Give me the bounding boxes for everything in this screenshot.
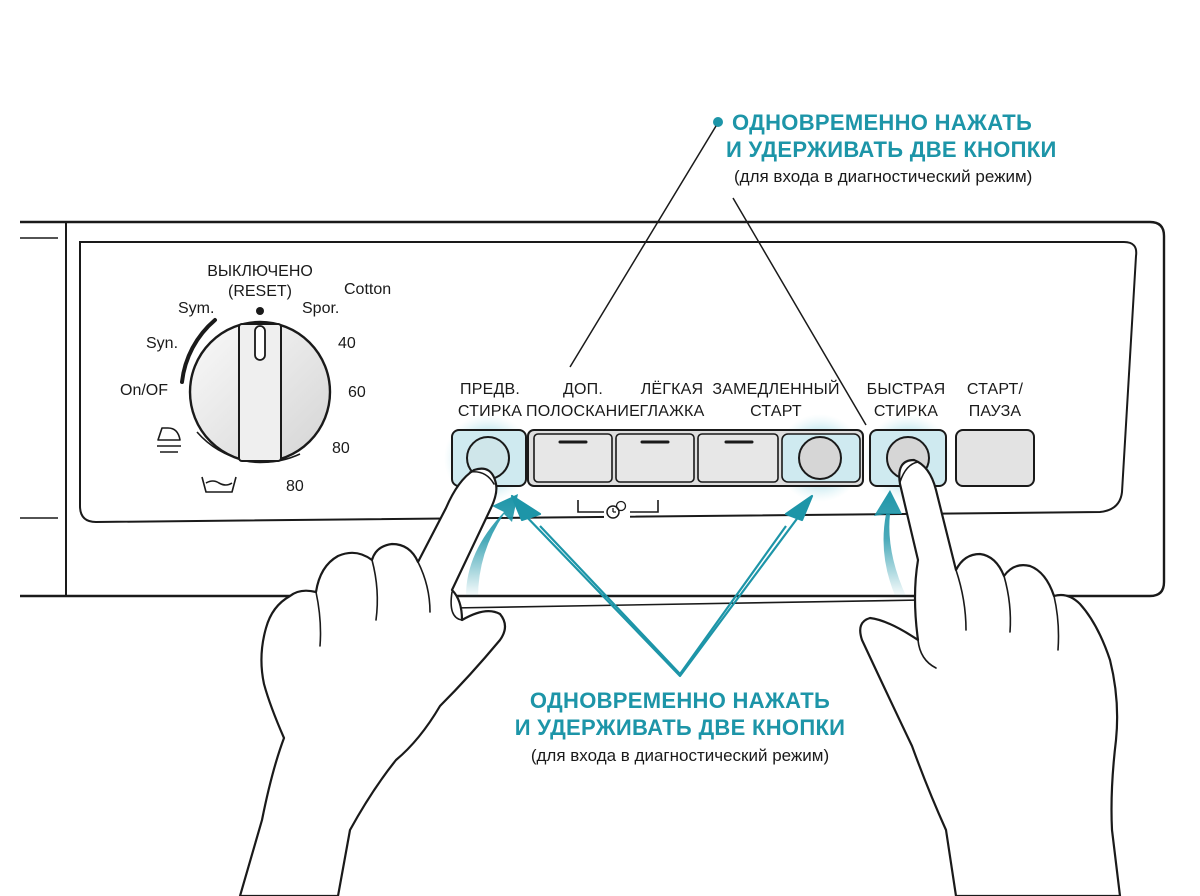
push-arrow-left [466, 494, 518, 598]
basin-icon [201, 476, 237, 493]
program-dial[interactable] [180, 307, 332, 464]
dial-pointer [254, 325, 266, 361]
dial-label-sym: Sym. [178, 300, 214, 317]
left-hand-illustration [238, 467, 507, 896]
dial-label-80-lower: 80 [286, 478, 304, 495]
callout-bottom-arrows [510, 494, 814, 678]
btn-start-pause[interactable] [955, 429, 1035, 487]
callout-top-line-2: И УДЕРЖИВАТЬ ДВЕ КНОПКИ [726, 137, 1057, 162]
btn-quick-wash-label-1: БЫСТРАЯ [867, 381, 946, 398]
callout-bottom-line-3: (для входа в диагностический режим) [531, 746, 829, 765]
push-arrow-right [874, 490, 906, 598]
callout-top-leader-right [732, 197, 867, 426]
button-labels: ПРЕДВ. СТИРКА ДОП. ПОЛОСКАНИЕ ЛЁГКАЯ ГЛА… [458, 379, 1024, 420]
dial-label-onoff: On/OF [120, 382, 168, 399]
btn-prewash-label-1: ПРЕДВ. [460, 381, 520, 398]
dial-label-reset: (RESET) [228, 283, 292, 300]
btn-start-pause-label-2: ПАУЗА [969, 403, 1022, 420]
callout-top-leader-left [569, 125, 717, 368]
dial-reset-dot [256, 307, 264, 315]
callout-top-line-1: ОДНОВРЕМЕННО НАЖАТЬ [732, 110, 1032, 135]
btn-easy-iron[interactable] [615, 433, 695, 483]
dial-label-off: ВЫКЛЮЧЕНО [207, 263, 313, 280]
right-hand-illustration [859, 458, 1122, 896]
btn-start-pause-label-1: СТАРТ/ [967, 381, 1024, 398]
dial-label-40: 40 [338, 335, 356, 352]
btn-easy-iron-label-1: ЛЁГКАЯ [641, 380, 704, 398]
btn-extra-rinse[interactable] [533, 433, 613, 483]
callout-bottom-line-1: ОДНОВРЕМЕННО НАЖАТЬ [530, 688, 830, 713]
btn-extra-rinse-label-2: ПОЛОСКАНИЕ [526, 403, 640, 420]
btn-delay-start-label-1: ЗАМЕДЛЕННЫЙ [712, 379, 839, 398]
dial-label-60: 60 [348, 384, 366, 401]
dial-label-spor: Spor. [302, 300, 339, 317]
btn-quick-wash-label-2: СТИРКА [874, 403, 938, 420]
btn-delay-start-ring [798, 436, 842, 480]
callout-top-line-3: (для входа в диагностический режим) [734, 167, 1032, 186]
btn-delay-start-label-2: СТАРТ [750, 403, 802, 420]
callout-top-dot [713, 117, 723, 127]
callout-bottom-line-2: И УДЕРЖИВАТЬ ДВЕ КНОПКИ [515, 715, 846, 740]
dial-label-80-upper: 80 [332, 440, 350, 457]
btn-prewash-label-2: СТИРКА [458, 403, 522, 420]
btn-extra-rinse-label-1: ДОП. [563, 381, 603, 398]
dial-label-cotton: Cotton [344, 281, 391, 298]
btn-easy-iron-label-2: ГЛАЖКА [640, 403, 705, 420]
btn-delay-start-led-panel [697, 433, 779, 483]
dial-label-syn: Syn. [146, 335, 178, 352]
clock-icon [604, 500, 630, 520]
control-panel [20, 220, 1166, 609]
iron-icon [157, 427, 181, 453]
